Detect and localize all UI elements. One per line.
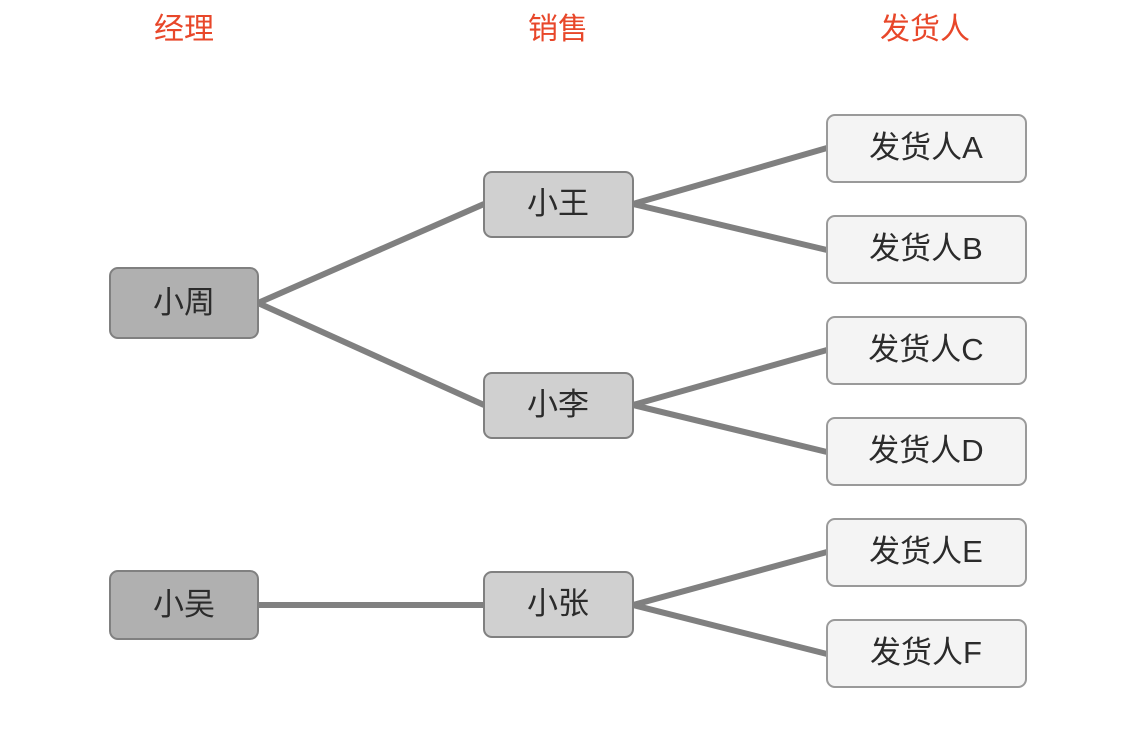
column-header-shipper: 发货人 <box>880 13 970 46</box>
node-shipper-d-box[interactable] <box>826 417 1027 486</box>
node-xiaoli-box[interactable] <box>483 372 634 439</box>
node-shipper-b-box[interactable] <box>826 215 1027 284</box>
edge-xiaozhang-shipper-e <box>632 549 828 608</box>
node-xiaowang-box[interactable] <box>483 171 634 238</box>
edge-xiaoli-shipper-d <box>632 402 828 455</box>
column-header-sales: 销售 <box>528 13 588 46</box>
node-shipper-d[interactable]: 发货人D <box>826 417 1027 486</box>
node-shipper-f-box[interactable] <box>826 619 1027 688</box>
node-xiaowu-label: 小吴 <box>153 587 215 622</box>
node-shipper-c-label: 发货人C <box>868 332 983 367</box>
node-xiaozhou[interactable]: 小周 <box>109 267 259 339</box>
column-header-manager: 经理 <box>154 13 214 46</box>
edge-xiaowang-shipper-a <box>632 145 828 207</box>
node-xiaowu[interactable]: 小吴 <box>109 570 259 640</box>
node-xiaoli-label: 小李 <box>527 387 589 422</box>
edge-xiaozhou-xiaowang <box>256 201 486 306</box>
node-shipper-b[interactable]: 发货人B <box>826 215 1027 284</box>
node-xiaowu-box[interactable] <box>109 570 259 640</box>
node-shipper-e-label: 发货人E <box>869 534 983 569</box>
node-shipper-d-label: 发货人D <box>868 433 983 468</box>
node-shipper-c[interactable]: 发货人C <box>826 316 1027 385</box>
node-shipper-e-box[interactable] <box>826 518 1027 587</box>
node-xiaowang-label: 小王 <box>527 186 589 221</box>
node-shipper-a[interactable]: 发货人A <box>826 114 1027 183</box>
edge-xiaowang-shipper-b <box>632 201 828 253</box>
node-shipper-a-box[interactable] <box>826 114 1027 183</box>
node-shipper-a-label: 发货人A <box>869 130 983 165</box>
node-xiaozhang-label: 小张 <box>527 586 589 621</box>
edge-xiaozhang-shipper-f <box>632 602 828 657</box>
column-headers: 经理 销售 发货人 <box>154 13 970 46</box>
node-shipper-f[interactable]: 发货人F <box>826 619 1027 688</box>
edge-layer <box>256 145 828 657</box>
node-xiaozhang-box[interactable] <box>483 571 634 638</box>
node-xiaozhou-box[interactable] <box>109 267 259 339</box>
node-shipper-c-box[interactable] <box>826 316 1027 385</box>
node-xiaozhou-label: 小周 <box>153 285 215 320</box>
edge-xiaozhou-xiaoli <box>256 300 486 408</box>
node-xiaozhang[interactable]: 小张 <box>483 571 634 638</box>
node-shipper-b-label: 发货人B <box>869 231 983 266</box>
edge-xiaoli-shipper-c <box>632 347 828 408</box>
node-xiaoli[interactable]: 小李 <box>483 372 634 439</box>
node-shipper-f-label: 发货人F <box>870 635 982 670</box>
node-xiaowang[interactable]: 小王 <box>483 171 634 238</box>
node-shipper-e[interactable]: 发货人E <box>826 518 1027 587</box>
